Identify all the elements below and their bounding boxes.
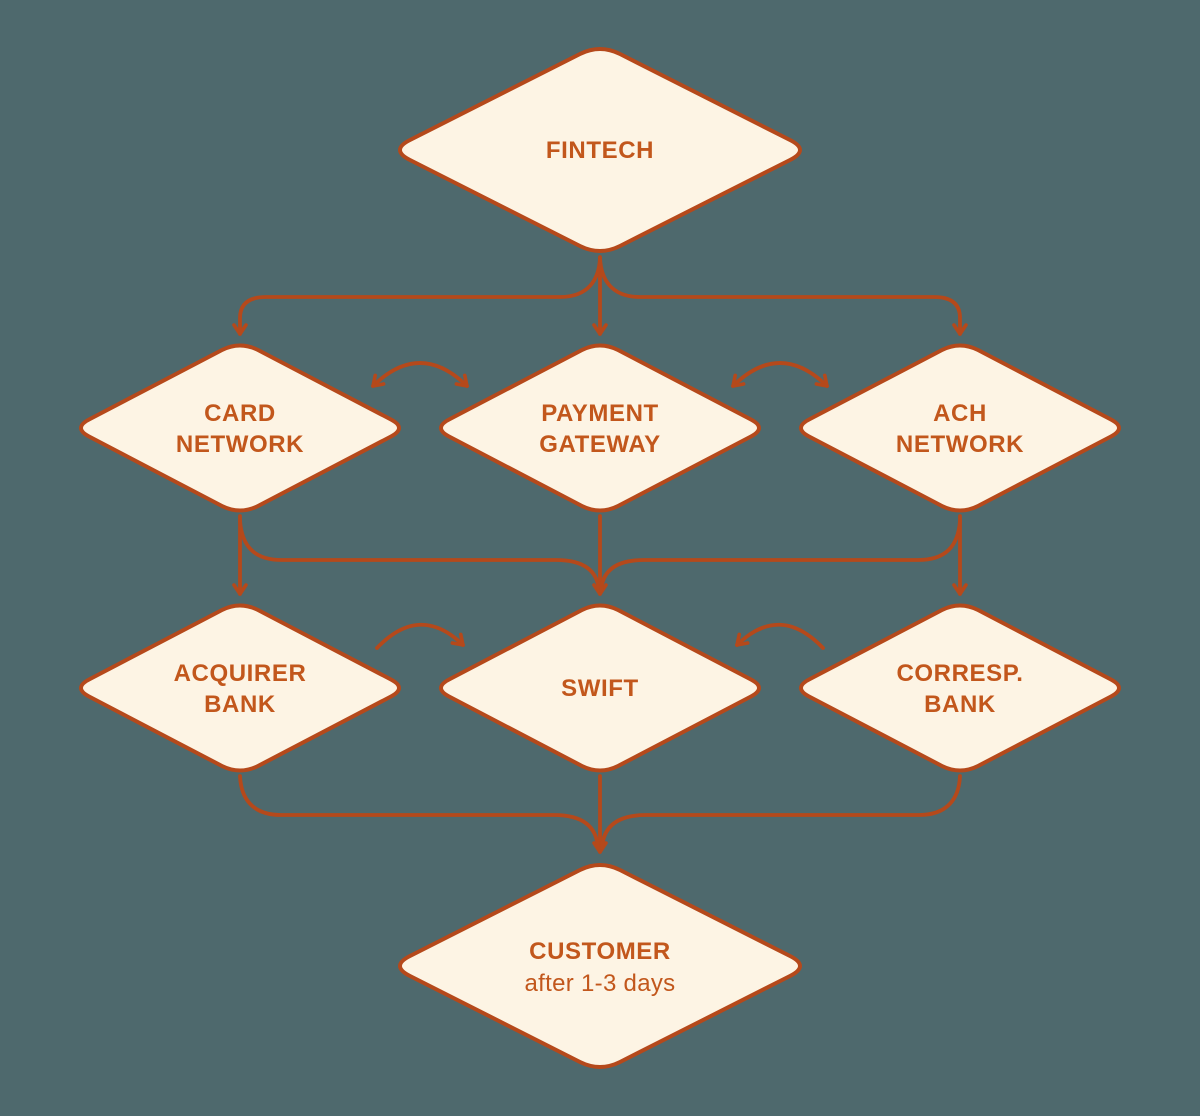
edge-arc-card-network-payment-gateway [371, 361, 469, 388]
nodes-layer: FINTECH CARD NETWORK PAYMENT GATEWAY ACH… [79, 47, 1121, 1069]
node-ach-network-shape [799, 343, 1121, 513]
node-customer-label: CUSTOMER [529, 938, 671, 965]
node-corresp-bank-label-2: BANK [924, 691, 996, 718]
node-customer-label-2: after 1-3 days [525, 970, 676, 997]
node-payment-gateway-label-2: GATEWAY [539, 431, 661, 458]
node-corresp-bank: CORRESP. BANK [799, 603, 1121, 773]
node-swift: SWIFT [439, 603, 761, 773]
edge-fintech-to-ach-network [598, 256, 968, 336]
node-payment-gateway: PAYMENT GATEWAY [439, 343, 761, 513]
edge-arc-payment-gateway-ach-network [731, 361, 829, 388]
node-corresp-bank-shape [799, 603, 1121, 773]
node-fintech: FINTECH [398, 47, 802, 253]
node-corresp-bank-label: CORRESP. [896, 660, 1023, 687]
node-payment-gateway-shape [439, 343, 761, 513]
node-ach-network-label-2: NETWORK [896, 431, 1024, 458]
node-card-network-label: CARD [204, 400, 276, 427]
node-acquirer-bank-shape [79, 603, 401, 773]
node-card-network: CARD NETWORK [79, 343, 401, 513]
node-acquirer-bank: ACQUIRER BANK [79, 603, 401, 773]
node-acquirer-bank-label: ACQUIRER [174, 660, 307, 687]
edge-ach-network-to-swift [599, 519, 962, 593]
node-ach-network-label: ACH [933, 400, 987, 427]
node-fintech-label: FINTECH [546, 137, 654, 164]
edge-card-network-to-swift [238, 519, 601, 593]
edges-layer [232, 255, 968, 854]
node-customer-shape [398, 863, 802, 1069]
node-acquirer-bank-label-2: BANK [204, 691, 276, 718]
node-card-network-label-2: NETWORK [176, 431, 304, 458]
edge-corresp-bank-to-customer [600, 774, 962, 850]
node-swift-shape [439, 603, 761, 773]
node-ach-network: ACH NETWORK [799, 343, 1121, 513]
node-swift-label: SWIFT [561, 675, 639, 702]
edge-arc-acquirer-bank-to-swift [375, 622, 465, 650]
node-fintech-shape [398, 47, 802, 253]
node-payment-gateway-label: PAYMENT [541, 400, 659, 427]
edge-arc-corresp-bank-to-swift [735, 622, 825, 650]
node-card-network-shape [79, 343, 401, 513]
node-customer: CUSTOMER after 1-3 days [398, 863, 802, 1069]
edge-fintech-to-card-network [232, 256, 602, 336]
edge-acquirer-bank-to-customer [238, 774, 600, 850]
